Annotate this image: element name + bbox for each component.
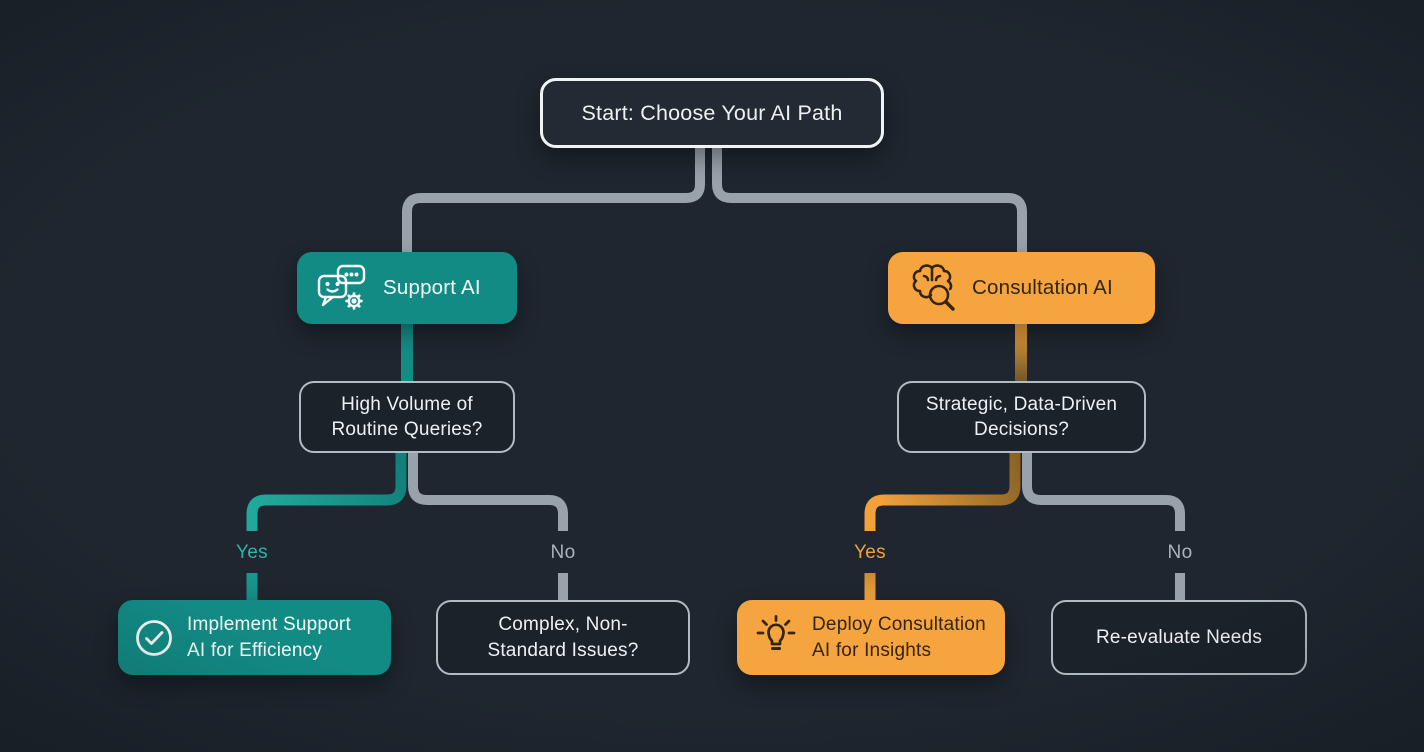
node-support-no-outcome: Complex, Non-Standard Issues?	[436, 600, 690, 675]
node-consultation-ai: Consultation AI	[888, 252, 1155, 324]
chat-gear-icon	[317, 264, 369, 312]
consultation-ai-label: Consultation AI	[972, 276, 1113, 300]
edge-label-consultation-no: No	[1167, 542, 1193, 563]
lightbulb-icon	[753, 614, 799, 661]
node-consultation-no-outcome: Re-evaluate Needs	[1051, 600, 1307, 675]
node-consultation-yes-outcome: Deploy Consultation AI for Insights	[737, 600, 1005, 675]
support-ai-label: Support AI	[383, 276, 481, 300]
support-no-outcome-label: Complex, Non-Standard Issues?	[487, 614, 639, 661]
edge-label-support-no: No	[550, 542, 576, 563]
check-circle-icon	[134, 618, 174, 658]
edge-label-consultation-yes: Yes	[854, 542, 886, 563]
consultation-yes-outcome-label: Deploy Consultation AI for Insights	[812, 614, 986, 661]
node-consultation-question: Strategic, Data-Driven Decisions?	[897, 381, 1146, 453]
edge-label-support-yes: Yes	[236, 542, 268, 563]
start-label: Start: Choose Your AI Path	[581, 100, 843, 125]
node-support-yes-outcome: Implement Support AI for Efficiency	[118, 600, 391, 675]
node-start: Start: Choose Your AI Path	[540, 78, 884, 148]
support-question-label: High Volume of Routine Queries?	[331, 393, 483, 440]
node-support-question: High Volume of Routine Queries?	[299, 381, 515, 453]
support-yes-outcome-label: Implement Support AI for Efficiency	[187, 614, 351, 661]
consultation-no-outcome-label: Re-evaluate Needs	[1095, 626, 1263, 648]
consultation-question-label: Strategic, Data-Driven Decisions?	[925, 393, 1118, 440]
node-support-ai: Support AI	[297, 252, 517, 324]
brain-search-icon	[908, 262, 958, 314]
